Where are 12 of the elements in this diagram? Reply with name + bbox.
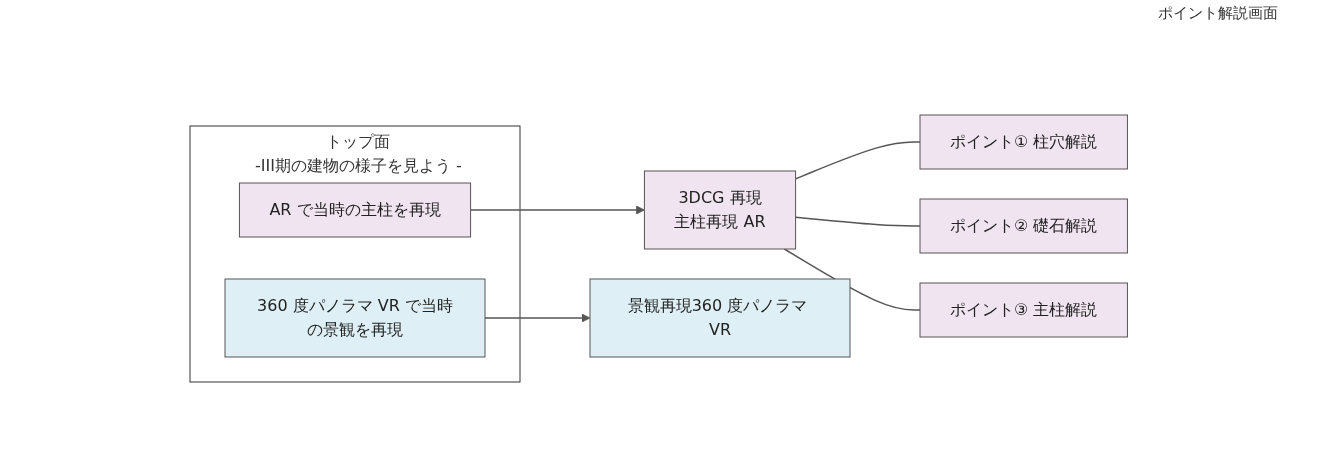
connector: [783, 248, 922, 311]
node-box: ポイント② 礎石解説: [919, 198, 1129, 254]
connector: [795, 141, 922, 180]
node-box: 3DCG 再現 主柱再現 AR: [644, 170, 797, 250]
connector: [795, 216, 922, 227]
node-box: 景観再現360 度パノラマ VR: [589, 278, 851, 358]
node-box: AR で当時の主柱を再現: [239, 182, 472, 238]
node-box: 360 度パノラマ VR で当時の景観を再現: [224, 278, 486, 358]
node-box: ポイント③ 主柱解説: [919, 282, 1129, 338]
arrow: [484, 313, 591, 323]
heading-label: ポイント解説画面: [1158, 4, 1278, 24]
node-box: ポイント① 柱穴解説: [919, 114, 1129, 170]
